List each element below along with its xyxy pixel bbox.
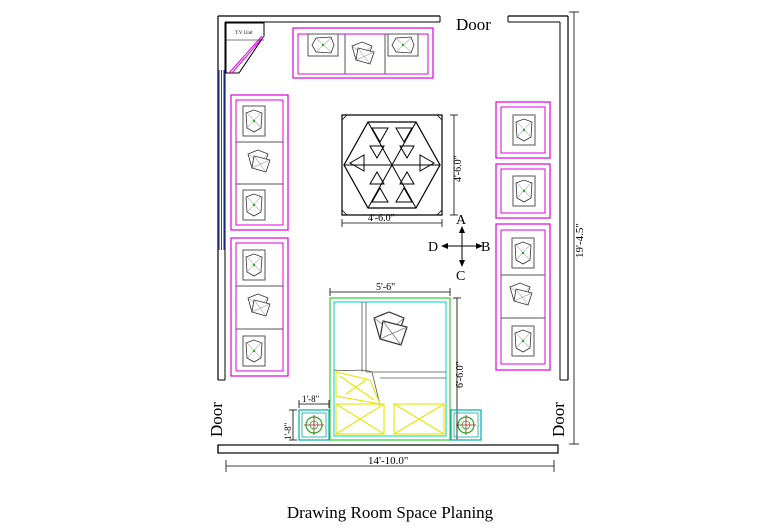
top-sofa bbox=[292, 27, 434, 79]
side-table-length-dimension: 1'-8" bbox=[283, 409, 297, 441]
walls bbox=[217, 15, 569, 454]
bed bbox=[329, 297, 451, 441]
right-sofa bbox=[495, 223, 551, 371]
bed-width-dimension: 5'-6" bbox=[329, 282, 451, 296]
side-table-length-label: 1'-8" bbox=[283, 422, 293, 440]
compass-a-label: A bbox=[456, 213, 467, 228]
tv-unit: T.V Unit bbox=[225, 22, 265, 74]
right-armchair-1 bbox=[495, 101, 551, 159]
compass-c-label: C bbox=[456, 269, 465, 284]
room-width-label: 14'-10.0" bbox=[368, 455, 408, 467]
room-length-dimension: 19'-4.5" bbox=[569, 11, 586, 445]
bed-length-label: 6'-6.0" bbox=[455, 361, 466, 388]
table-width-dimension: 4'-6.0" bbox=[341, 213, 443, 227]
side-table-width-label: 1'-8" bbox=[302, 394, 320, 404]
door-left-label: Door bbox=[207, 402, 226, 437]
room-width-dimension: 14'-10.0" bbox=[225, 455, 555, 472]
compass: A B C D bbox=[428, 213, 490, 284]
left-sofa-lower bbox=[230, 237, 289, 377]
window bbox=[218, 70, 225, 250]
compass-b-label: B bbox=[481, 240, 490, 255]
left-sofa-upper bbox=[230, 94, 289, 231]
door-right-label: Door bbox=[549, 402, 568, 437]
compass-d-label: D bbox=[428, 240, 438, 255]
table-width-label: 4'-6.0" bbox=[368, 213, 395, 224]
door-top-label: Door bbox=[456, 15, 491, 34]
center-table bbox=[341, 114, 443, 216]
table-length-label: 4'-6.0" bbox=[453, 155, 464, 182]
side-table-right bbox=[450, 409, 482, 441]
bed-length-dimension: 6'-6.0" bbox=[453, 297, 466, 441]
side-table-width-dimension: 1'-8" bbox=[298, 394, 330, 408]
plan-caption: Drawing Room Space Planing bbox=[286, 503, 494, 522]
right-armchair-2 bbox=[495, 163, 551, 219]
side-table-left bbox=[298, 409, 330, 441]
room-length-label: 19'-4.5" bbox=[574, 223, 586, 258]
table-length-dimension: 4'-6.0" bbox=[450, 114, 464, 216]
tv-unit-label: T.V Unit bbox=[235, 31, 253, 36]
bed-width-label: 5'-6" bbox=[376, 282, 395, 293]
